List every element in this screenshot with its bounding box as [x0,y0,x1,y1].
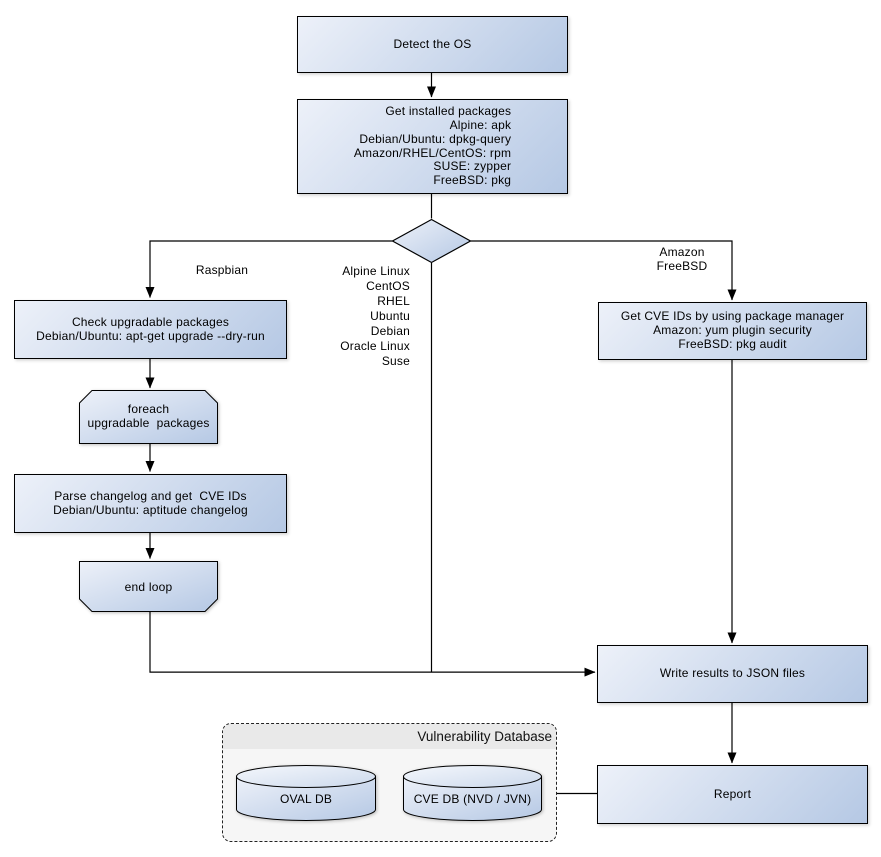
node-label: OVAL DB [279,792,333,806]
node-parse-changelog: Parse changelog and get CVE IDs Debian/U… [14,474,287,533]
os-list-item: Debian [370,324,410,338]
node-check-upgradable: Check upgradable packages Debian/Ubuntu:… [14,300,287,359]
node-label-line: Amazon/RHEL/CentOS: rpm [353,145,512,160]
node-label-line: FreeBSD: pkg audit [678,336,787,351]
node-label-line: upgradable packages [87,416,210,430]
node-label-line: SUSE: zypper [433,159,512,174]
branch-label-line: Amazon [659,245,705,259]
node-label-line: Get installed packages [385,103,512,118]
os-list-item: Ubuntu [370,309,410,323]
node-label: CVE DB (NVD / JVN) [413,792,532,806]
connector-endloop-to-write [149,612,596,677]
node-label: end loop [124,579,173,594]
loop-start-shape [79,390,218,444]
node-label-line: Debian/Ubuntu: apt-get upgrade --dry-run [36,328,265,343]
node-label-line: Alpine: apk [449,117,512,132]
os-list-item: CentOS [366,279,410,293]
connector-decision-to-getcve [470,240,737,301]
os-list-item: RHEL [377,294,410,308]
node-label-line: Debian/Ubuntu: aptitude changelog [53,502,248,517]
os-list-item: Suse [381,354,410,368]
vulnerability-database-title: Vulnerability Database [223,724,556,749]
database-cylinder-icon [236,765,376,821]
os-decision-diamond [391,218,472,264]
group-title-text: Vulnerability Database [417,729,552,744]
node-label: Report [713,786,752,801]
node-label: Detect the OS [393,36,472,51]
node-label-line: Amazon: yum plugin security [653,323,812,338]
os-list-item: Oracle Linux [340,339,410,353]
node-label: Write results to JSON files [659,666,806,681]
node-detect-os: Detect the OS [297,16,568,73]
node-get-cve-ids: Get CVE IDs by using package manager Ama… [598,302,867,360]
node-get-installed-packages: Get installed packages Alpine: apk Debia… [297,99,568,194]
node-label-line: Check upgradable packages [71,314,230,329]
loop-end-shape [79,561,218,612]
node-label-line: Parse changelog and get CVE IDs [54,488,247,503]
node-oval-db: OVAL DB [236,765,376,821]
node-label-line: Get CVE IDs by using package manager [620,309,845,324]
node-label-line: FreeBSD: pkg [433,173,512,188]
node-report: Report [597,765,868,824]
node-label-line: Debian/Ubuntu: dpkg-query [359,131,512,146]
branch-label-raspbian: Raspbian [195,263,249,277]
connector-decision-to-check [145,240,393,298]
os-list-item: Alpine Linux [342,264,410,278]
branch-label-line: FreeBSD [656,259,708,273]
node-end-loop: end loop [79,561,218,612]
branch-label-amazon-freebsd: Amazon FreeBSD [632,245,732,273]
branch-label-os-list: Alpine Linux CentOS RHEL Ubuntu Debian O… [300,264,410,369]
node-cve-db: CVE DB (NVD / JVN) [403,765,542,821]
node-write-results: Write results to JSON files [597,645,868,703]
node-label-line: foreach [127,402,170,417]
node-foreach-loop: foreach upgradable packages [79,390,218,444]
database-cylinder-icon [403,765,542,821]
